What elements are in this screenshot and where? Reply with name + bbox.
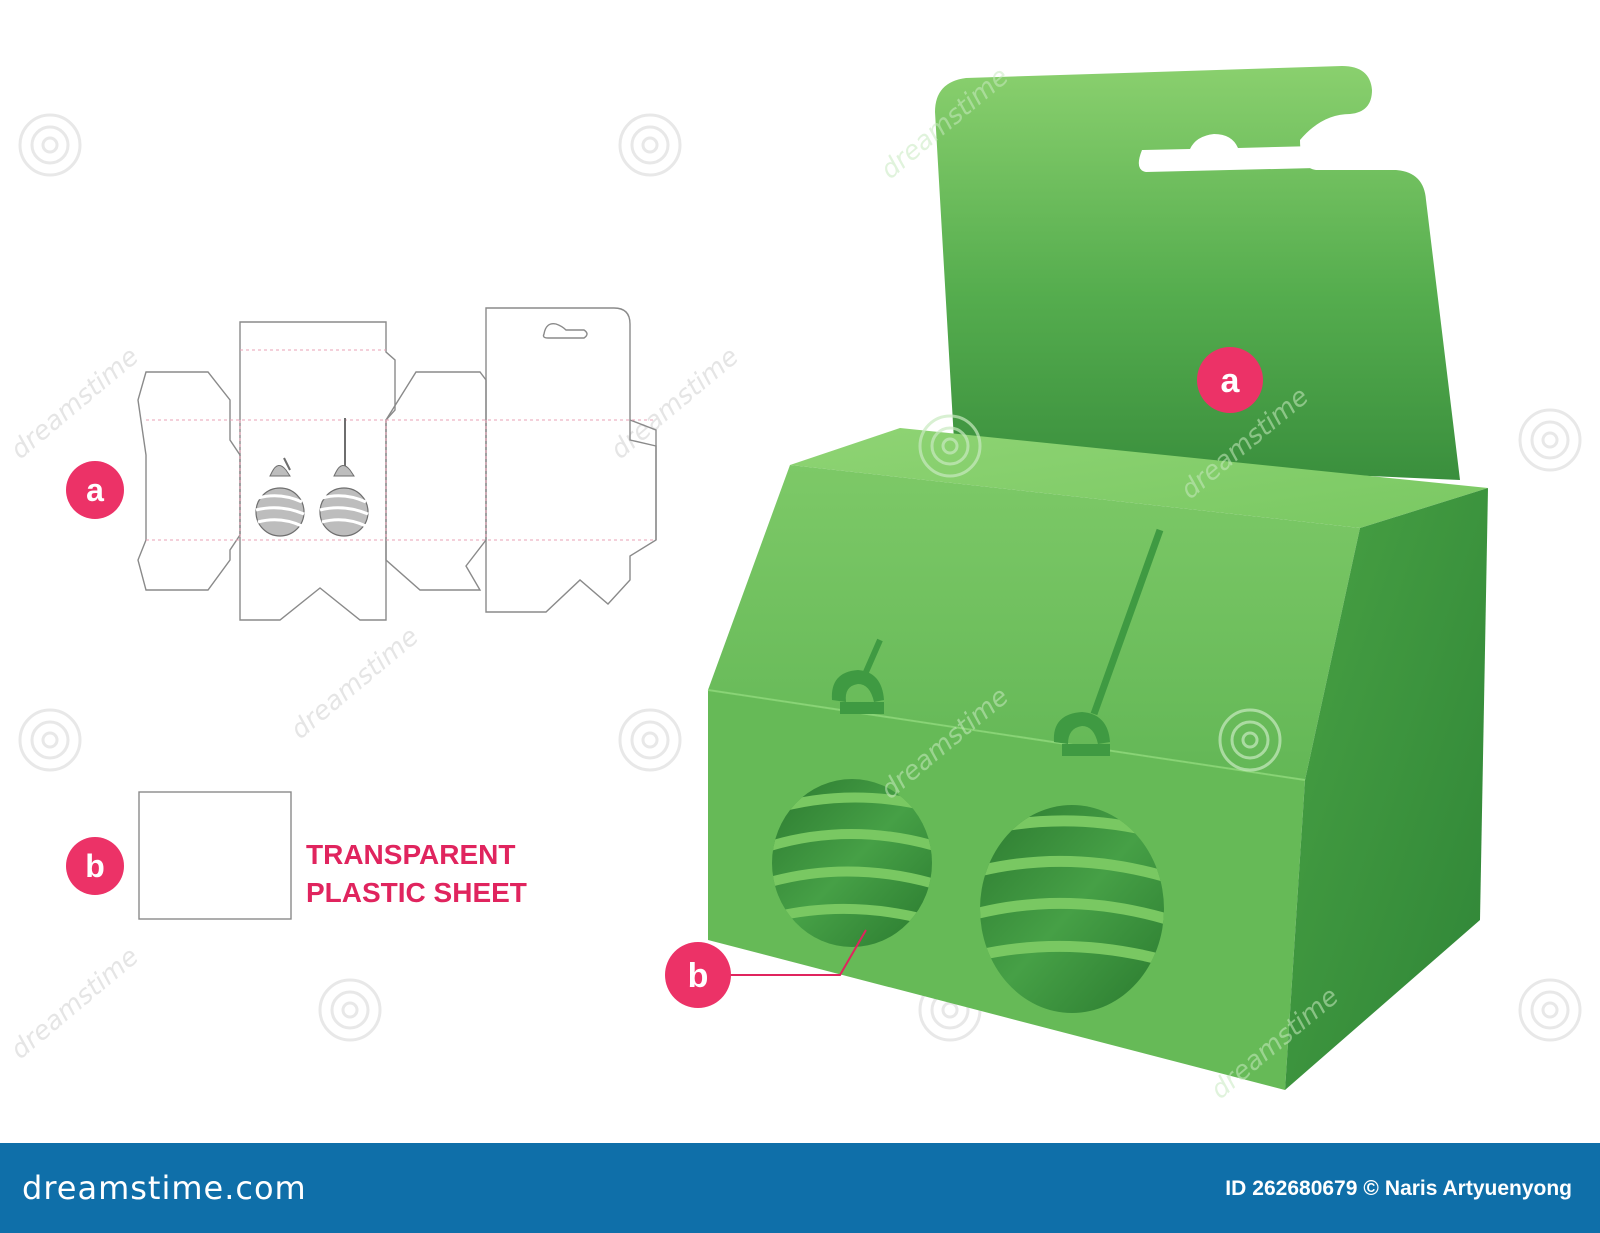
box-hanger-panel (935, 66, 1460, 480)
plastic-sheet-note-line2: PLASTIC SHEET (306, 877, 527, 908)
box-watermark-spiral-icon (918, 414, 1282, 772)
footer-id-value: 262680679 (1252, 1177, 1358, 1200)
box-front-slant (708, 465, 1360, 780)
box-3d-render: dreamstime dreamstime dreamstime dreamst… (707, 62, 1488, 1105)
dieline-ornament-large (319, 418, 369, 537)
footer-id-label: ID (1225, 1177, 1247, 1200)
footer-logo[interactable]: dreamstime.com (22, 1169, 307, 1207)
callout-b-box: b (665, 929, 867, 1008)
callout-b-sheet: b (66, 837, 124, 895)
dieline-panel-side-right (385, 371, 487, 591)
box-ornament-window-small (772, 638, 932, 947)
callout-a-box: a (1197, 347, 1263, 413)
box-right-side (1285, 488, 1488, 1090)
watermark-text: dreamstime (5, 942, 144, 1066)
box-edge-highlight (707, 689, 1306, 781)
dieline-panel-side-left (137, 371, 241, 591)
box-top-lid (790, 428, 1488, 528)
footer-author[interactable]: Naris Artyuenyong (1384, 1177, 1572, 1200)
box-hang-hole (1138, 134, 1323, 172)
dieline-ornament-cutouts (255, 418, 369, 537)
box-ornament-small-cap (831, 670, 884, 702)
callout-b-box-label: b (688, 957, 709, 995)
watermark-text: dreamstime (285, 622, 424, 746)
box-ornament-large-cap (1053, 712, 1110, 744)
box-dieline (137, 307, 657, 621)
watermark-text: dreamstime (605, 342, 744, 466)
dieline-hang-hole (542, 323, 588, 339)
callout-a-dieline: a (66, 461, 124, 519)
dieline-glue-flap (629, 419, 657, 540)
dieline-panel-front (239, 321, 396, 621)
plastic-sheet-rectangle (138, 791, 292, 920)
footer-copyright: © (1363, 1177, 1379, 1200)
callout-b-leader-line (728, 929, 867, 976)
callout-a-box-label: a (1221, 362, 1241, 400)
dieline-panel-back-hanger (485, 307, 657, 613)
dieline-fold-lines (146, 349, 656, 541)
dieline-ornament-small (255, 457, 305, 537)
callout-a-label: a (86, 472, 104, 508)
callout-b-label: b (85, 848, 105, 884)
plastic-sheet-note-line1: TRANSPARENT (306, 839, 515, 870)
watermark-text: dreamstime (5, 342, 144, 466)
